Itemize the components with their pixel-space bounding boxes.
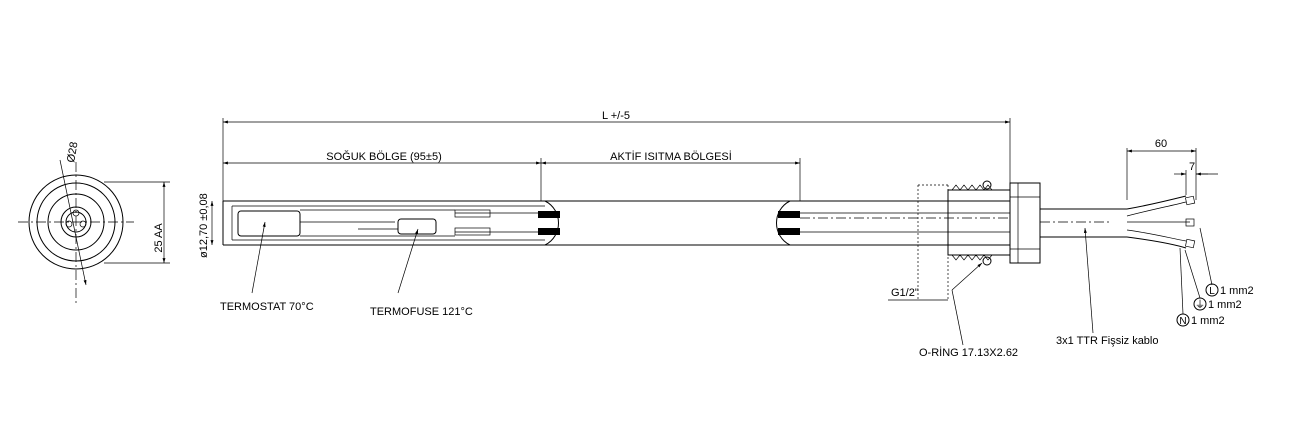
wire-symbol-ground-text: ⏚ [1195,299,1205,311]
wire-symbol-l-text: L [1209,286,1215,297]
fitting [917,180,1041,300]
diameter-label: Ø28 [65,141,80,164]
wire-symbol-l: L [1205,283,1219,297]
tube-diameter-label: ø12,70 ±0,08 [198,193,210,258]
cable-label: 3x1 TTR Fişsiz kablo [1056,335,1159,347]
end-view [18,159,170,305]
wire-label-n: 1 mm2 [1191,315,1225,327]
across-flats-label: 25 AA [153,223,165,253]
wire-symbol-n: N [1176,313,1190,327]
wire-symbol-n-text: N [1179,316,1186,327]
heater-tube [222,200,1010,246]
active-zone-label: AKTİF ISITMA BÖLGESİ [610,150,732,163]
thermofuse-label: TERMOFUSE 121°C [370,306,473,318]
oring-label: O-RİNG 17.13X2.62 [919,346,1018,359]
cold-zone-label: SOĞUK BÖLGE (95±5) [326,150,441,163]
wire-label-l: 1 mm2 [1220,285,1254,297]
thermostat-label: TERMOSTAT 70°C [220,301,314,313]
wire-symbol-ground: ⏚ [1193,297,1207,311]
thread-label: G1/2" [891,287,919,299]
cable-strip-label: 60 [1155,138,1167,150]
wire-label-ground: 1 mm2 [1208,299,1242,311]
overall-length-label: L +/-5 [602,110,630,122]
cable [1040,195,1196,249]
wire-strip-label: 7 [1189,161,1195,173]
